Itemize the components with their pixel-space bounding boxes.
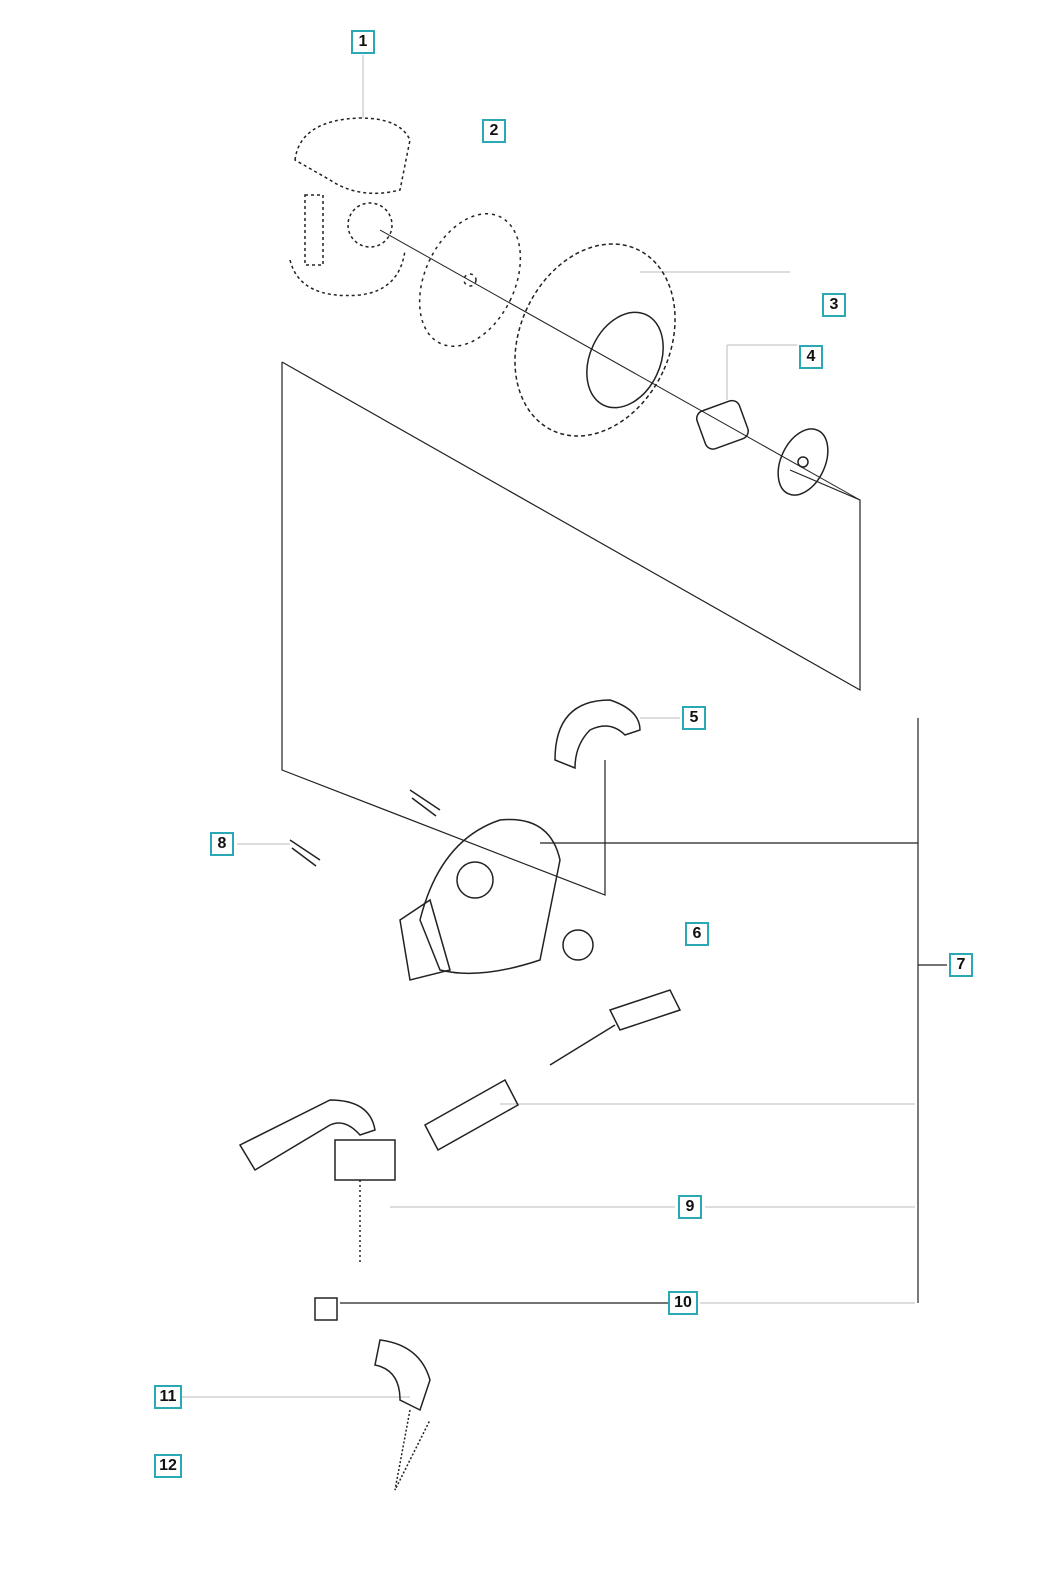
callout-11[interactable]: 11 [154, 1385, 182, 1409]
oil-hose [314, 1297, 431, 1491]
clutch-drum [379, 229, 861, 501]
clutch-part [289, 117, 411, 297]
nut [562, 929, 594, 961]
washer [777, 428, 829, 496]
callout-7[interactable]: 7 [949, 953, 973, 977]
brake-band [554, 699, 641, 770]
callout-5[interactable]: 5 [682, 706, 706, 730]
needle-bearing [695, 399, 749, 450]
callout-10[interactable]: 10 [668, 1291, 698, 1315]
screw [289, 839, 321, 867]
leader-lines [180, 55, 915, 1398]
callout-8[interactable]: 8 [210, 832, 234, 856]
callout-9[interactable]: 9 [678, 1195, 702, 1219]
bracket-lines [281, 361, 947, 1304]
adjust-lever [238, 1099, 396, 1265]
callout-1[interactable]: 1 [351, 30, 375, 54]
pump-shaft [423, 989, 682, 1152]
callout-3[interactable]: 3 [822, 293, 846, 317]
callout-2[interactable]: 2 [482, 119, 506, 143]
screw [409, 789, 441, 817]
cover-plate [418, 213, 522, 347]
callout-12[interactable]: 12 [154, 1454, 182, 1478]
oil-pump-body [399, 818, 561, 981]
callout-6[interactable]: 6 [685, 922, 709, 946]
callout-4[interactable]: 4 [799, 345, 823, 369]
